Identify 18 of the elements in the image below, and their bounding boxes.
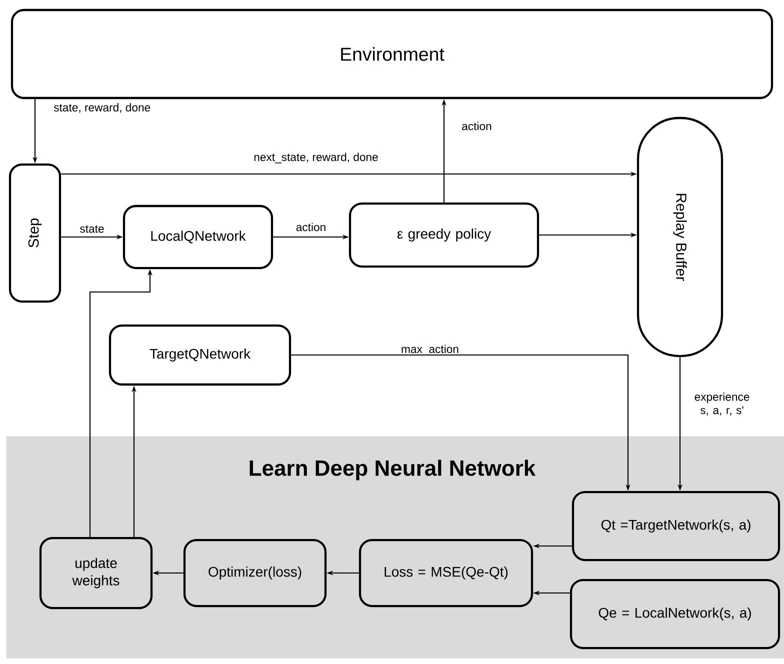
edge-label: action xyxy=(296,222,326,232)
process-box: LocalQNetwork xyxy=(122,204,274,270)
process-box: Environment xyxy=(10,8,774,100)
edge-label: max_action xyxy=(402,344,458,356)
capsule-box: Replay Buffer xyxy=(636,116,724,358)
edge-label: experience s, a, r, s' xyxy=(694,392,750,416)
process-box: update weights xyxy=(39,536,153,610)
process-box: TargetQNetwork xyxy=(108,324,292,386)
process-box: ε greedy policy xyxy=(348,202,540,268)
process-box: Loss = MSE(Qe-Qt) xyxy=(358,538,534,608)
process-box: Qe = LocalNetwork(s, a) xyxy=(570,578,780,650)
process-box: Qt =TargetNetwork(s, a) xyxy=(572,490,780,562)
edge-label: next_state, reward, done xyxy=(254,152,378,164)
edge-label: state xyxy=(80,225,104,233)
process-box: Step xyxy=(8,163,62,303)
edge-label: state, reward, done xyxy=(54,103,150,113)
edge-label: action xyxy=(462,122,492,130)
process-box: Optimizer(loss) xyxy=(183,538,327,608)
